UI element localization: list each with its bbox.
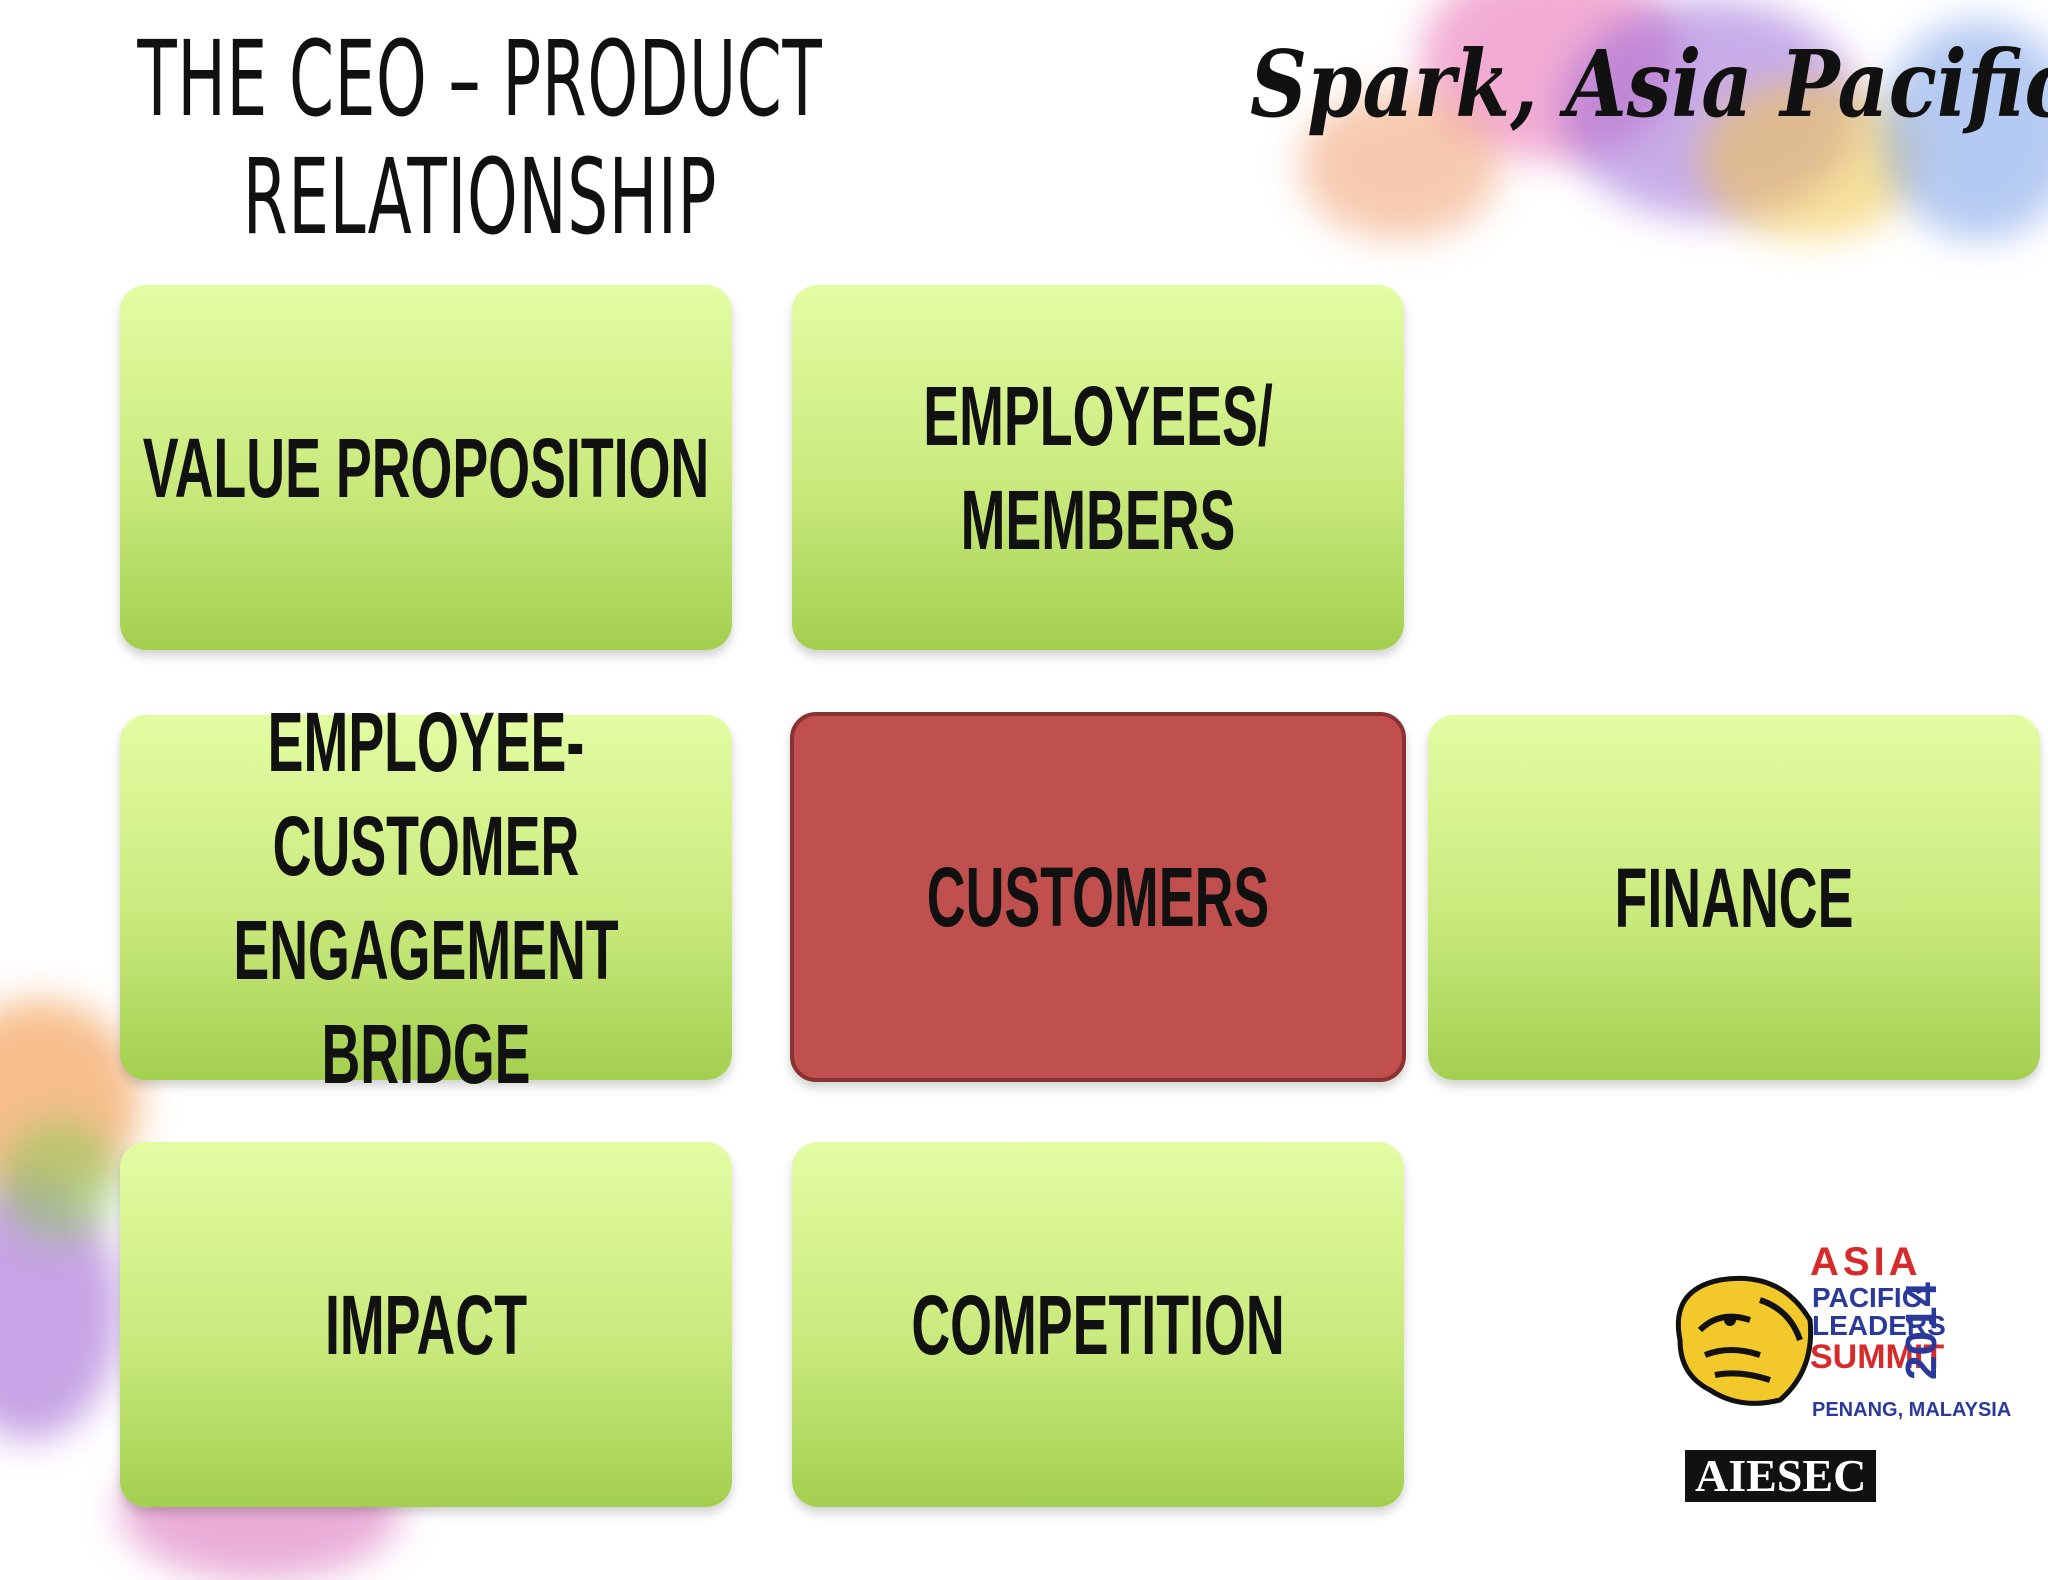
- box-impact: IMPACT: [120, 1142, 732, 1507]
- box-engagement-bridge: EMPLOYEE- CUSTOMER ENGAGEMENT BRIDGE: [120, 695, 732, 1101]
- slide-title-line-2: RELATIONSHIP: [242, 136, 718, 258]
- logo-text-leaders: LEADERS: [1812, 1310, 1946, 1341]
- box-competition: COMPETITION: [792, 1142, 1404, 1507]
- box-label-competition: COMPETITION: [911, 1277, 1285, 1372]
- box-label-engagement-bridge: EMPLOYEE- CUSTOMER ENGAGEMENT BRIDGE: [233, 694, 619, 1101]
- paint-splash-left-green: [0, 1120, 120, 1240]
- event-tagline: Spark, Asia Pacific!: [1250, 30, 2048, 138]
- aiesec-logo: AIESEC: [1685, 1450, 1877, 1502]
- paint-splash-top-blue: [1880, 20, 2048, 240]
- box-value-proposition: VALUE PROPOSITION: [120, 285, 732, 650]
- logo-text-year: 2014: [1897, 1282, 1946, 1380]
- logo-text-location: PENANG, MALAYSIA: [1812, 1399, 2012, 1421]
- box-label-value-proposition: VALUE PROPOSITION: [142, 420, 710, 515]
- slide-title: THE CEO – PRODUCT RELATIONSHIP: [80, 20, 880, 256]
- box-finance: FINANCE: [1428, 715, 2040, 1080]
- summit-logo: ASIA PACIFIC LEADERS SUMMIT 2014 PENANG,…: [1660, 1240, 2011, 1520]
- lion-head-icon: [1675, 1275, 1814, 1406]
- box-label-finance: FINANCE: [1614, 850, 1854, 945]
- slide-title-line-1: THE CEO – PRODUCT: [137, 18, 823, 140]
- box-customers: CUSTOMERS: [790, 712, 1406, 1082]
- box-label-customers: CUSTOMERS: [926, 850, 1270, 944]
- logo-text-summit: SUMMIT: [1810, 1338, 1945, 1376]
- box-label-impact: IMPACT: [324, 1277, 528, 1372]
- logo-text-pacific: PACIFIC: [1812, 1282, 1922, 1313]
- paint-splash-top-orange: [1300, 90, 1500, 240]
- box-label-employees-members: EMPLOYEES/ MEMBERS: [923, 368, 1273, 567]
- box-employees-members: EMPLOYEES/ MEMBERS: [792, 285, 1404, 650]
- logo-text-asia: ASIA: [1810, 1240, 1922, 1284]
